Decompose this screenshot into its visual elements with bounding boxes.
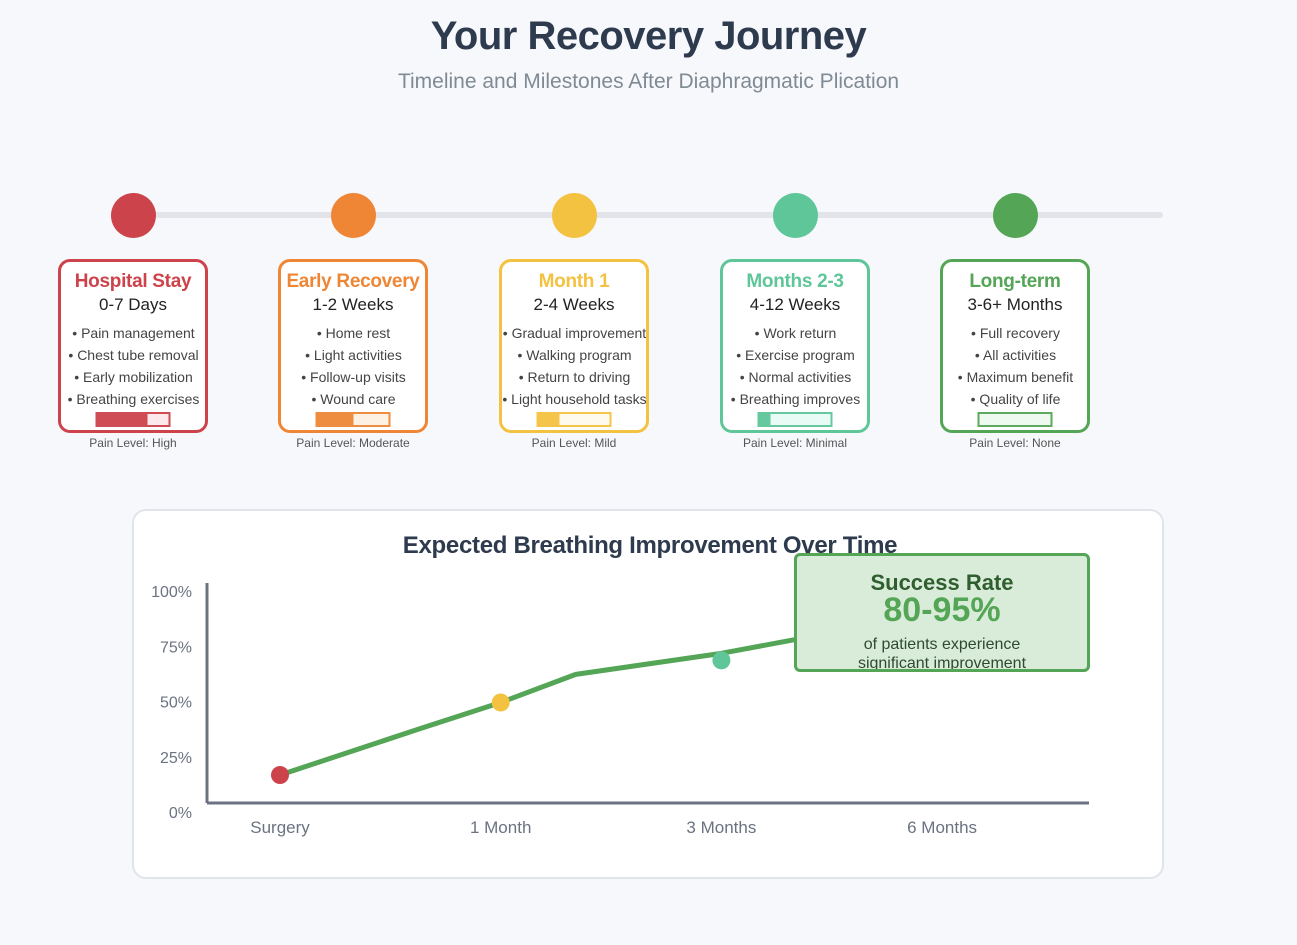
stage-activity-item: • Gradual improvement	[502, 325, 647, 341]
success-rate-callout: Success Rate 80-95% of patients experien…	[794, 553, 1090, 672]
timeline-node-4	[993, 193, 1038, 238]
x-tick-label: 3 Months	[686, 818, 756, 837]
timeline-node-1	[331, 193, 376, 238]
pain-level-fill	[759, 414, 771, 425]
timeline-node-3	[773, 193, 818, 238]
pain-level-label: Pain Level: Mild	[531, 436, 617, 450]
pain-level-bar	[536, 412, 612, 427]
stage-activity-item: • Breathing exercises	[67, 391, 200, 407]
page-title: Your Recovery Journey	[430, 14, 867, 58]
stage-title: Early Recovery	[286, 271, 420, 292]
y-tick-label: 100%	[151, 584, 192, 601]
stage-activity-item: • Maximum benefit	[957, 369, 1074, 385]
pain-level-fill	[97, 414, 148, 425]
stage-activity-item: • Home rest	[316, 325, 391, 341]
data-point-surgery	[271, 766, 289, 785]
y-tick-label: 50%	[160, 695, 192, 712]
stage-title: Months 2-3	[746, 271, 844, 292]
data-point-1-month	[491, 693, 510, 712]
data-point-3-months	[712, 651, 731, 670]
pain-level-label: Pain Level: None	[969, 436, 1061, 450]
stage-activity-item: • Light activities	[305, 347, 402, 363]
pain-level-bar	[315, 412, 391, 427]
pain-level-label: Pain Level: Minimal	[742, 436, 848, 450]
timeline-node-2	[552, 193, 597, 238]
stage-activity-item: • Walking program	[517, 347, 632, 363]
pain-level-bar	[977, 412, 1053, 427]
timeline-track	[133, 212, 1163, 218]
stage-card: Long-term 3-6+ Months • Full recovery • All…	[940, 259, 1090, 433]
x-tick-label: Surgery	[250, 818, 310, 837]
stage-card: Hospital Stay 0-7 Days • Pain management • …	[58, 259, 208, 433]
stage-activity-item: • Breathing improves	[730, 391, 861, 407]
pain-level-label: Pain Level: High	[89, 436, 177, 450]
stage-card: Early Recovery 1-2 Weeks • Home rest • Ligh…	[278, 259, 428, 433]
stage-activity-item: • Light household tasks	[502, 391, 647, 407]
x-tick-label: 1 Month	[470, 818, 531, 837]
stage-activity-item: • Normal activities	[739, 369, 852, 385]
stage-activity-item: • Full recovery	[971, 325, 1060, 341]
stage-activity-list: • Pain management • Chest tube removal • E…	[46, 322, 221, 410]
stage-activity-item: • Quality of life	[970, 391, 1061, 407]
stage-title: Long-term	[969, 271, 1061, 292]
stage-activity-item: • Return to driving	[518, 369, 631, 385]
stage-activity-item: • Work return	[754, 325, 837, 341]
stage-activity-item: • Follow-up visits	[301, 369, 406, 385]
success-rate-value: 80-95%	[883, 591, 1001, 629]
pain-level-label: Pain Level: Moderate	[296, 436, 410, 450]
stage-range: 2-4 Weeks	[533, 295, 615, 314]
stage-range: 1-2 Weeks	[312, 295, 394, 314]
y-tick-label: 75%	[160, 639, 192, 656]
pain-level-bar	[757, 412, 833, 427]
stage-activity-item: • All activities	[974, 347, 1057, 363]
stage-card: Months 2-3 4-12 Weeks • Work return • Exerc…	[720, 259, 870, 433]
success-rate-title: Success Rate	[870, 570, 1014, 595]
stage-activity-list: • Gradual improvement • Walking program • …	[487, 322, 662, 410]
success-rate-desc-line1: of patients experience	[863, 636, 1021, 653]
stage-range: 3-6+ Months	[967, 295, 1063, 314]
success-rate-desc-line2: significant improvement	[857, 655, 1027, 672]
stage-activity-list: • Home rest • Light activities • Follow-up…	[266, 322, 441, 410]
y-tick-label: 25%	[160, 750, 192, 767]
stage-activity-item: • Wound care	[311, 391, 396, 407]
stage-card: Month 1 2-4 Weeks • Gradual improvement • W…	[499, 259, 649, 433]
y-tick-label: 0%	[169, 805, 192, 822]
stage-range: 4-12 Weeks	[749, 295, 841, 314]
stage-activity-item: • Exercise program	[736, 347, 855, 363]
pain-level-bar	[95, 412, 171, 427]
stage-range: 0-7 Days	[98, 295, 168, 314]
stage-title: Month 1	[538, 271, 610, 292]
stage-activity-list: • Work return • Exercise program • Normal …	[708, 322, 883, 410]
stage-activity-item: • Early mobilization	[74, 369, 193, 385]
timeline-node-0	[111, 193, 156, 238]
stage-activity-list: • Full recovery • All activities • Maximum…	[928, 322, 1103, 410]
stage-activity-item: • Pain management	[72, 325, 195, 341]
stage-activity-item: • Chest tube removal	[68, 347, 199, 363]
stage-title: Hospital Stay	[74, 271, 192, 292]
pain-level-fill	[538, 414, 560, 425]
page-subtitle: Timeline and Milestones After Diaphragma…	[397, 70, 900, 93]
pain-level-fill	[317, 414, 353, 425]
x-tick-label: 6 Months	[907, 818, 977, 837]
